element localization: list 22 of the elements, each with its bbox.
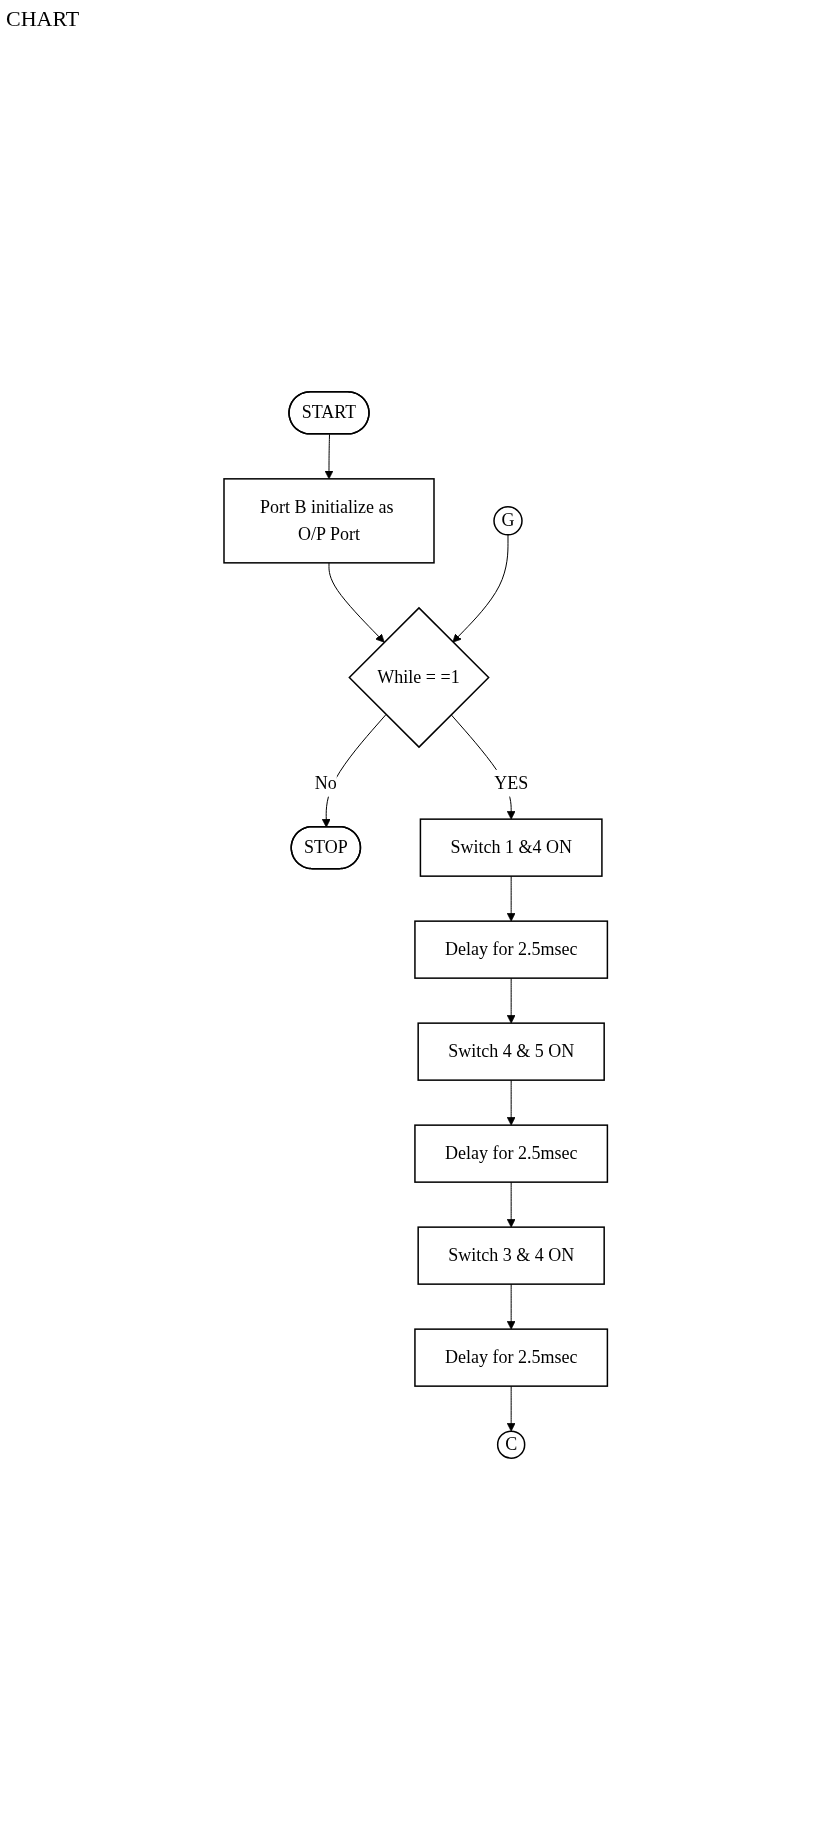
arrow	[507, 1385, 516, 1432]
node-box: Switch 4 & 5 ON	[417, 1022, 606, 1081]
arrow	[507, 875, 516, 922]
node-circle: C	[497, 1430, 526, 1459]
arrow	[324, 433, 334, 480]
node-box: Port B initialize as O/P Port	[223, 478, 436, 564]
arrow	[507, 1181, 516, 1228]
edge-label: YES	[494, 772, 529, 793]
edge-label: No	[315, 772, 338, 793]
node-box: Delay for 2.5msec	[414, 1328, 609, 1387]
arrow	[507, 977, 516, 1024]
arrow	[452, 534, 509, 643]
node-circle: G	[493, 506, 524, 536]
node-box: Switch 3 & 4 ON	[417, 1226, 606, 1285]
arrow	[507, 1283, 516, 1330]
arrow	[328, 562, 385, 643]
node-box: Delay for 2.5msec	[414, 1124, 609, 1183]
arrow	[507, 1079, 516, 1126]
node-box: Switch 1 &4 ON	[419, 818, 603, 877]
title: CHART	[6, 6, 80, 32]
node-box: Delay for 2.5msec	[414, 920, 609, 979]
node-diamond: While = =1	[348, 606, 490, 749]
